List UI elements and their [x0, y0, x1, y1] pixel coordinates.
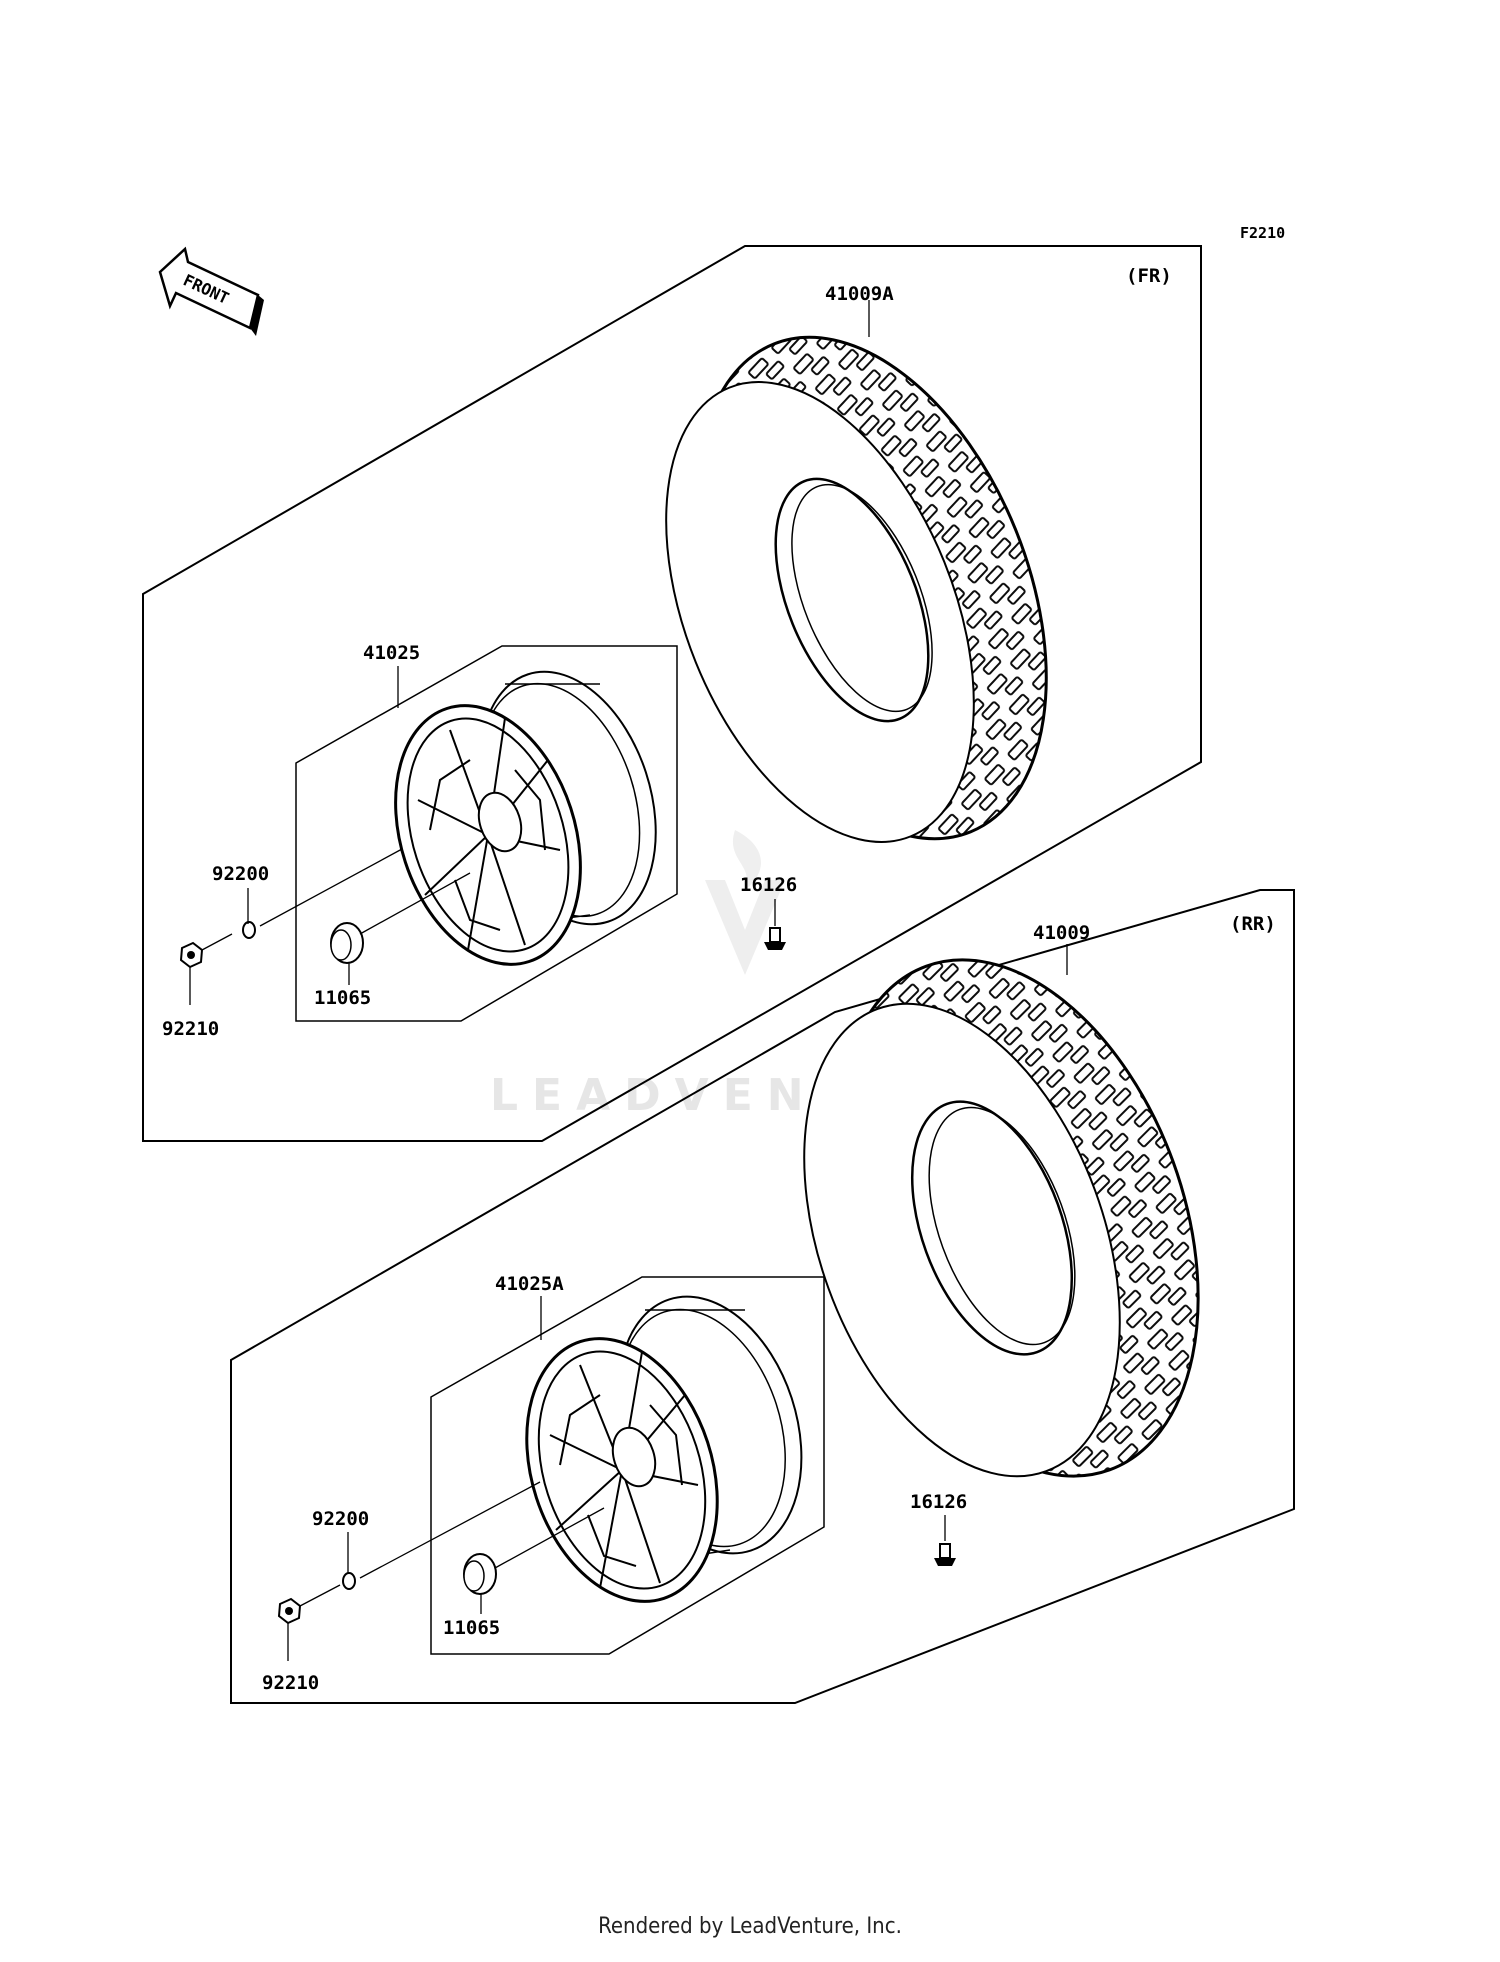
- rear-valve-stem: [934, 1543, 956, 1566]
- front-wheel: [394, 670, 657, 966]
- front-section-frame: [142, 245, 1202, 1142]
- front-center-cap: [330, 922, 364, 964]
- footer-credit: Rendered by LeadVenture, Inc.: [598, 1914, 902, 1939]
- figure-code: F2210: [1240, 224, 1285, 242]
- part-label-16126: 16126: [740, 874, 797, 896]
- front-leaders: [189, 300, 870, 1005]
- rear-center-cap: [463, 1553, 497, 1595]
- rear-section-label: (RR): [1230, 913, 1276, 935]
- part-label-16126-rear: 16126: [910, 1491, 967, 1513]
- part-label-41025: 41025: [363, 642, 420, 664]
- part-label-92200-rear: 92200: [312, 1508, 369, 1530]
- front-tire: [665, 335, 1048, 843]
- part-label-11065: 11065: [314, 987, 371, 1009]
- front-nut: [179, 941, 204, 969]
- part-label-41009: 41009: [1033, 922, 1090, 944]
- part-label-92200: 92200: [212, 863, 269, 885]
- rear-tire: [803, 958, 1200, 1478]
- rear-leaders: [287, 944, 1068, 1661]
- front-valve-stem: [764, 927, 786, 950]
- part-label-11065-rear: 11065: [443, 1617, 500, 1639]
- front-wheel-frame: [295, 645, 678, 1022]
- front-washer: [242, 921, 256, 939]
- rear-section: (RR): [230, 889, 1295, 1704]
- front-section-label: (FR): [1126, 265, 1172, 287]
- front-arrow-icon: FRONT: [158, 246, 264, 336]
- part-label-41025A: 41025A: [495, 1273, 564, 1295]
- rear-nut: [277, 1597, 302, 1625]
- rear-washer: [342, 1572, 356, 1590]
- part-label-92210-rear: 92210: [262, 1672, 319, 1694]
- rear-wheel-frame: [430, 1276, 825, 1655]
- part-label-41009A: 41009A: [825, 283, 894, 305]
- rear-wheel: [525, 1295, 803, 1603]
- part-label-92210: 92210: [162, 1018, 219, 1040]
- front-section: (FR): [142, 245, 1202, 1142]
